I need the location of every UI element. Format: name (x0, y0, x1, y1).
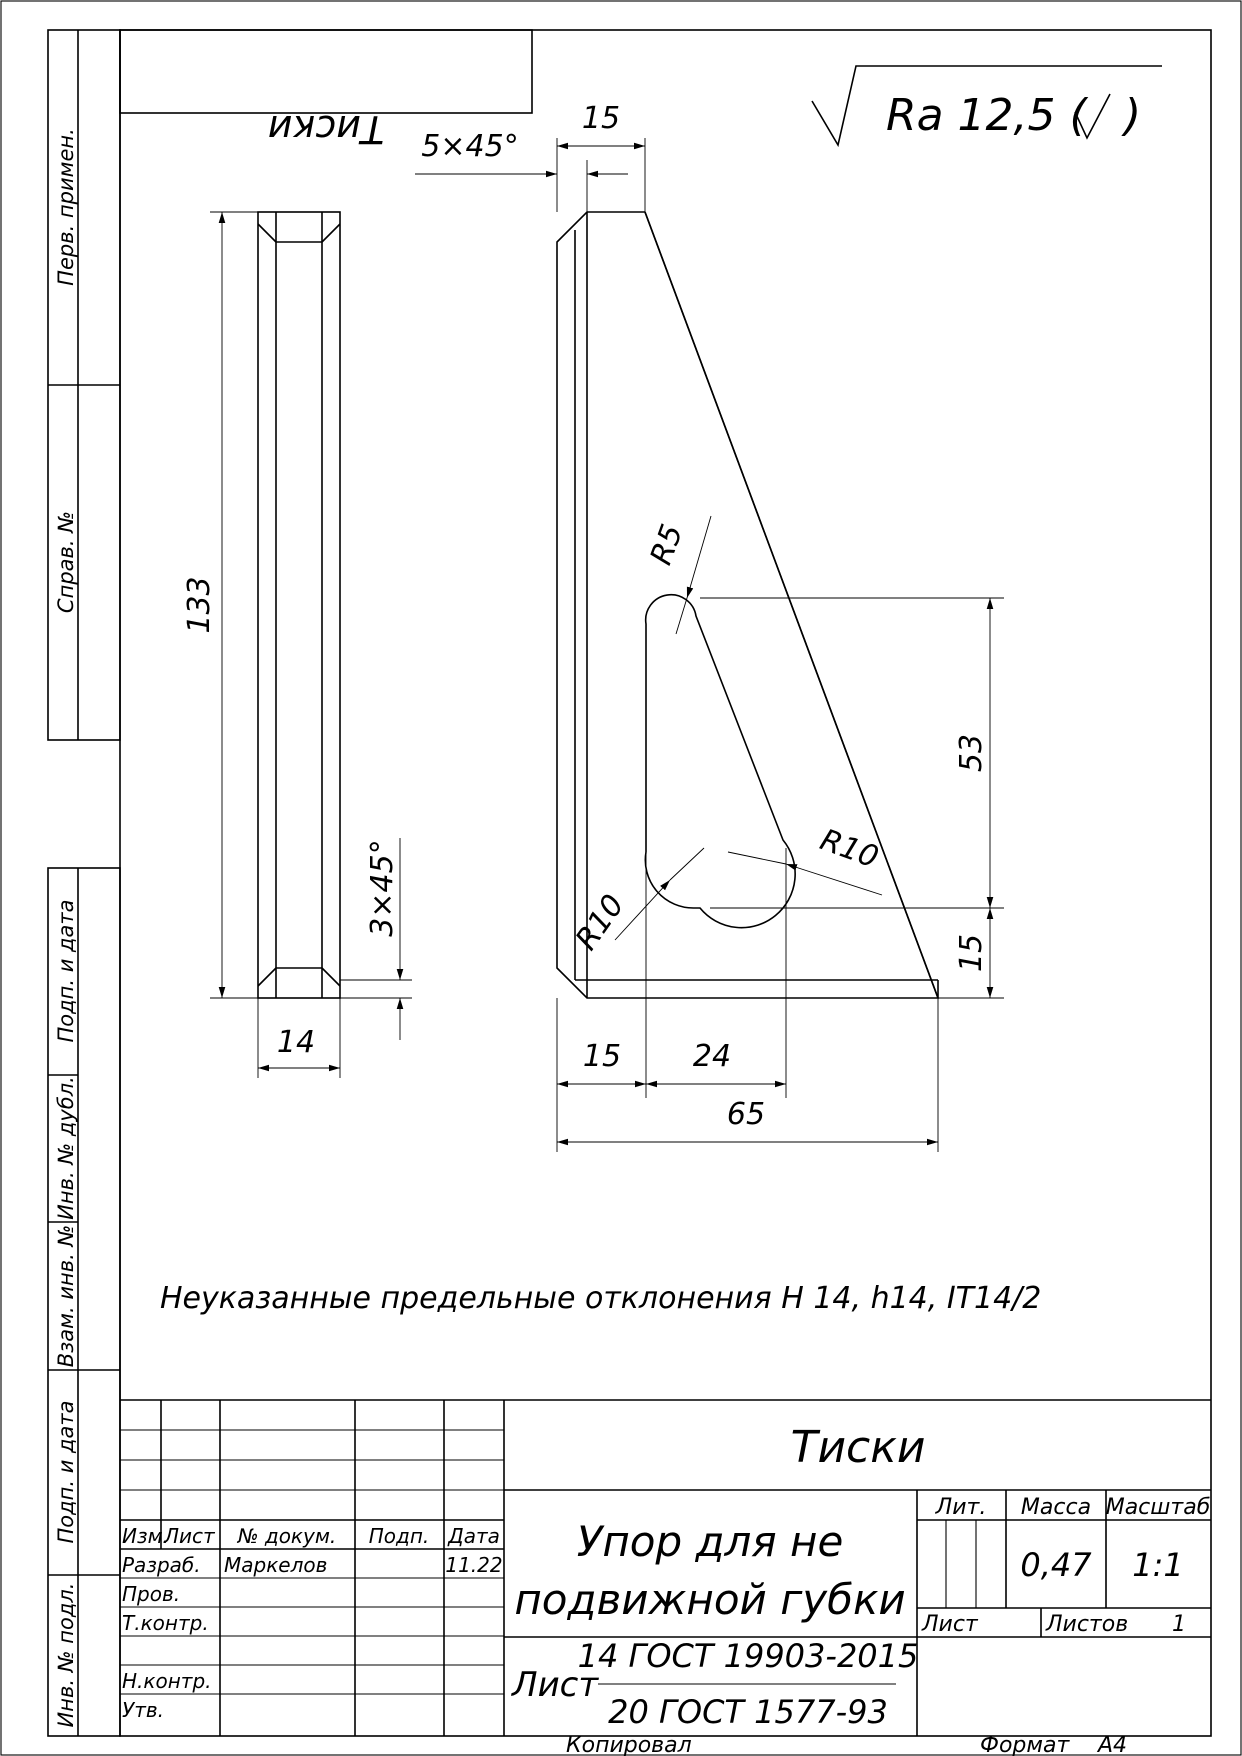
sheets-label: Листов (1045, 1612, 1128, 1637)
strip-vzam-inv: Взам. инв. № (54, 1225, 78, 1368)
strip-sprav: Справ. № (54, 511, 78, 613)
dim-53: 53 (954, 734, 989, 772)
dim-15-width: 15 (583, 1039, 621, 1074)
role-dev: Разраб. (122, 1553, 201, 1577)
format-value: А4 (1096, 1733, 1127, 1756)
dim-r10-right: R10 (816, 823, 883, 876)
role-utv: Утв. (122, 1698, 164, 1722)
format-label: Формат (980, 1733, 1070, 1756)
material-label: Лист (510, 1665, 599, 1705)
lit-label: Лит. (935, 1495, 987, 1520)
dev-name: Маркелов (224, 1553, 327, 1577)
dim-24: 24 (693, 1039, 731, 1074)
mass-value: 0,47 (1020, 1546, 1092, 1584)
top-title-box (119, 29, 533, 114)
scale-label: Масштаб (1106, 1495, 1211, 1520)
dim-15-height: 15 (954, 934, 989, 972)
roughness-text: Ra 12,5 ( (886, 90, 1088, 141)
dev-date: 11.22 (445, 1553, 502, 1577)
col-date: Дата (447, 1524, 500, 1548)
dim-r5: R5 (644, 520, 691, 569)
dim-top-15: 15 (582, 101, 620, 136)
mirrored-title: Тиски (268, 107, 384, 151)
col-izm: Изм. (122, 1524, 169, 1548)
roughness-symbol: Ra 12,5 ( ) (811, 65, 1162, 148)
role-nkontr: Н.контр. (122, 1669, 212, 1693)
side-strips: Перв. примен. Справ. № Подп. и дата Инв.… (47, 29, 121, 1737)
dim-chamfer-3x45: 3×45° (365, 839, 400, 936)
dim-14: 14 (277, 1025, 315, 1060)
part-name-line2: подвижной губки (514, 1575, 905, 1624)
mass-label: Масса (1021, 1495, 1091, 1520)
col-list: Лист (163, 1524, 216, 1548)
strip-podp-data-1: Подп. и дата (54, 899, 78, 1042)
strip-inv-podl: Инв. № подл. (54, 1583, 78, 1728)
title-block: Изм. Лист № докум. Подп. Дата Разраб. Ма… (120, 1399, 1211, 1736)
strip-perv-primen: Перв. примен. (54, 128, 78, 286)
col-doc: № докум. (237, 1524, 337, 1548)
role-tkontr: Т.контр. (122, 1611, 209, 1635)
roughness-close: ) (1121, 90, 1141, 141)
role-check: Пров. (122, 1582, 180, 1606)
strip-podp-data-2: Подп. и дата (54, 1400, 78, 1543)
part-name-line1: Упор для не (577, 1517, 844, 1566)
dim-133: 133 (182, 576, 217, 633)
strip-inv-dubl: Инв. № дубл. (54, 1076, 78, 1220)
material-top: 14 ГОСТ 19903-2015 (578, 1637, 919, 1675)
sheets-value: 1 (1172, 1612, 1186, 1637)
sheet-label: Лист (921, 1612, 979, 1637)
dim-65: 65 (727, 1097, 765, 1132)
copied-label: Копировал (566, 1733, 692, 1756)
inner-frame (119, 29, 1212, 1737)
scale-value: 1:1 (1132, 1546, 1184, 1584)
side-view: 133 14 3×45° (182, 211, 412, 1078)
assembly-name: Тиски (791, 1422, 926, 1473)
main-view: 15 5×45° R5 R10 R10 53 15 (415, 101, 1004, 1152)
dim-r10-left: R10 (569, 888, 632, 956)
tolerance-note: Неуказанные предельные отклонения Н 14, … (160, 1281, 1041, 1316)
dim-chamfer-5x45: 5×45° (421, 129, 518, 164)
col-sign: Подп. (369, 1524, 430, 1548)
material-bottom: 20 ГОСТ 1577-93 (608, 1693, 888, 1731)
